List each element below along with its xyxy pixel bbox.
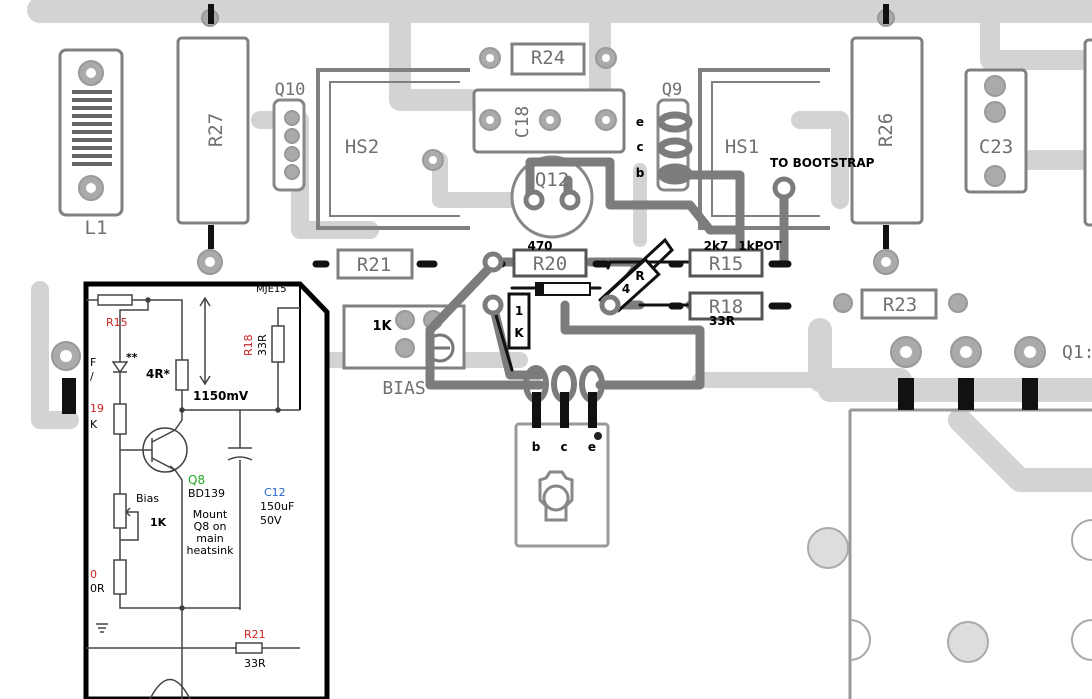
- sch-bias: Bias: [136, 492, 159, 505]
- sch-k: K: [90, 418, 98, 431]
- annot-4r-top: R: [635, 269, 644, 283]
- sch-mount-3: main: [196, 532, 224, 545]
- sch-slash: /: [90, 370, 94, 383]
- sch-mount-4: heatsink: [187, 544, 235, 557]
- sch-r-lower: 0: [90, 568, 97, 581]
- annot-q8-b: b: [532, 440, 541, 454]
- annot-to-bootstrap: TO BOOTSTRAP: [770, 156, 875, 170]
- resistor-1k-body: [507, 292, 531, 350]
- sch-r21: R21: [244, 628, 266, 641]
- label-hs1: HS1: [725, 136, 759, 158]
- annot-1k-bottom: K: [514, 326, 524, 340]
- label-r20: R20: [533, 253, 567, 275]
- sch-diode-mark: **: [126, 351, 138, 364]
- label-r18: R18: [709, 296, 743, 318]
- sch-voltage: 1150mV: [193, 389, 249, 403]
- annot-pin-b: b: [636, 166, 645, 180]
- r15-body: [688, 248, 764, 278]
- r23-body: [860, 288, 938, 320]
- sch-r4: 4R*: [146, 367, 171, 381]
- q9-pins: [657, 111, 693, 185]
- r26-body: [850, 36, 924, 225]
- sch-bias-val: 1K: [150, 516, 167, 529]
- sch-r19: 19: [90, 402, 104, 415]
- r18-body: [688, 291, 764, 321]
- sch-f: F: [90, 356, 96, 369]
- annot-q8-e: e: [588, 440, 596, 454]
- label-r24: R24: [531, 47, 565, 69]
- label-hs2: HS2: [345, 136, 379, 158]
- hs1-outline: [698, 68, 830, 230]
- sch-r15: R15: [106, 316, 128, 329]
- l1-coil: [72, 90, 112, 166]
- label-r26: R26: [875, 113, 897, 147]
- annot-470: 470: [527, 239, 552, 253]
- sch-mje: MJE15: [256, 284, 287, 295]
- label-c23: C23: [979, 136, 1013, 158]
- label-q9: Q9: [662, 80, 682, 100]
- transistor-legs: [62, 4, 1038, 414]
- label-r21: R21: [357, 254, 391, 276]
- sch-c12-val: 150uF: [260, 500, 294, 513]
- r27-body: [176, 36, 250, 225]
- silkscreen-labels: R27 R24 C18 Q10 HS2 Q9 HS1 R26 C23 L1 Q1…: [85, 47, 1092, 399]
- sch-r18-val: 33R: [256, 334, 269, 356]
- hs2-outline: [316, 68, 470, 230]
- label-c18: C18: [512, 106, 533, 139]
- sch-r18: R18: [242, 334, 255, 356]
- sch-c12: C12: [264, 486, 286, 499]
- sch-mount-2: Q8 on: [194, 520, 227, 533]
- label-r15: R15: [709, 253, 743, 275]
- c23-body: [964, 68, 1028, 194]
- annot-pin-c: c: [636, 140, 643, 154]
- label-r27: R27: [205, 113, 227, 147]
- schematic-inset: MJE15 R15 R18 33R ** 4R* 1150mV F / 19 K…: [83, 281, 330, 699]
- annot-33r: 33R: [709, 314, 735, 328]
- r21-body: [336, 248, 414, 280]
- heatsink-holes: [807, 519, 1092, 663]
- sch-q8: Q8: [188, 473, 205, 487]
- sch-mount-1: Mount: [193, 508, 228, 521]
- q8-legs: [523, 365, 605, 522]
- label-q12: Q12: [535, 169, 569, 191]
- label-q11: Q1:: [1062, 342, 1092, 363]
- annot-pin-e: e: [636, 115, 644, 129]
- annot-1k-top: 1: [515, 304, 523, 318]
- sch-q8-type: BD139: [188, 487, 225, 500]
- pad-holes: [60, 54, 1036, 362]
- label-l1: L1: [85, 217, 108, 239]
- label-bias: BIAS: [382, 378, 425, 399]
- annotations: e c b TO BOOTSTRAP 470 2k7 1kPOT 33R 1K …: [372, 115, 874, 454]
- label-q10: Q10: [275, 80, 306, 100]
- label-r23: R23: [883, 294, 917, 316]
- annot-2k7: 2k7: [704, 239, 729, 253]
- annot-pot-1k: 1K: [372, 319, 392, 334]
- sch-c12-v: 50V: [260, 514, 282, 527]
- r24-body: [510, 42, 586, 76]
- resistor-small-body: [535, 282, 591, 296]
- annot-q8-c: c: [560, 440, 567, 454]
- annot-1kpot: 1kPOT: [738, 239, 782, 253]
- annot-4r-bottom: 4: [622, 282, 630, 296]
- sch-r21-val: 33R: [244, 657, 266, 670]
- r20-body: [512, 248, 588, 278]
- sch-r-lower-val: 0R: [90, 582, 105, 595]
